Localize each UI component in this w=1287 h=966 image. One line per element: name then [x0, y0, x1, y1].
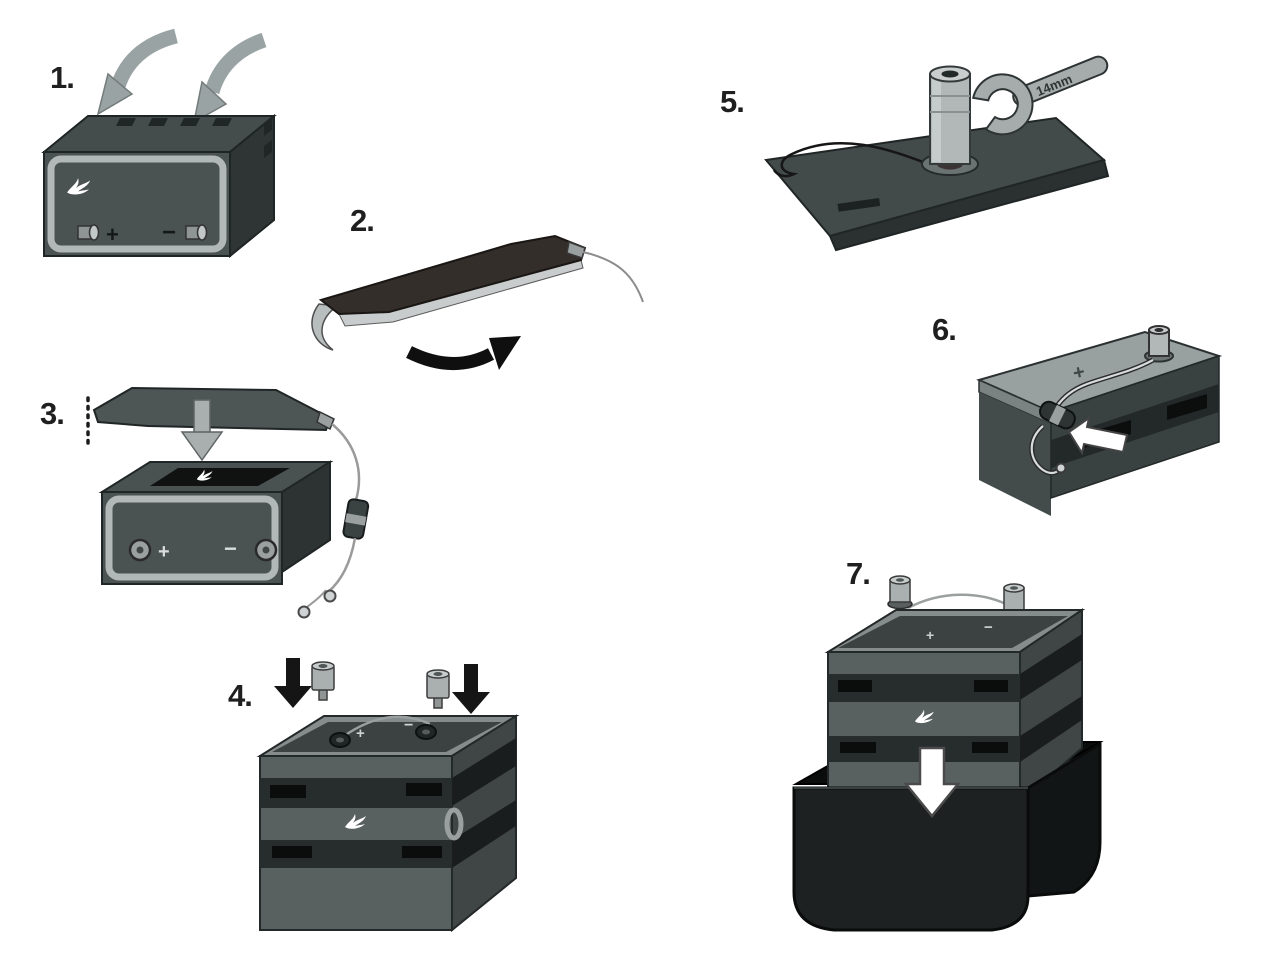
ring-terminal	[1055, 462, 1067, 474]
wire-with-fuse	[1029, 357, 1155, 476]
battery-top-surface	[764, 116, 1110, 252]
step-3-label: 3.	[40, 396, 65, 431]
strap-loop	[444, 807, 464, 841]
step-5-illustration: 14mm	[764, 55, 1110, 252]
terminal-bolt-icon	[311, 661, 335, 701]
lower-down-arrow-icon	[903, 746, 961, 818]
terminal-extender-icon	[921, 65, 979, 176]
plus-symbol: +	[356, 725, 365, 742]
minus-symbol: −	[404, 717, 413, 734]
step-3-illustration: + −	[86, 386, 370, 619]
battery-icon: + −	[41, 113, 277, 259]
terminal-bolt-icon	[426, 669, 450, 709]
plus-symbol: +	[106, 222, 119, 247]
step-7-label: 7.	[846, 556, 871, 591]
peel-arrow-icon	[406, 336, 521, 370]
placement-arrows-icon	[96, 28, 267, 124]
plus-symbol: +	[158, 541, 170, 563]
ring-terminal	[297, 605, 311, 619]
box-opening	[792, 741, 1104, 785]
step-1-label: 1.	[50, 60, 75, 95]
minus-symbol: −	[224, 536, 237, 561]
heater-pad-icon	[92, 386, 335, 432]
assembled-battery-icon: + −	[824, 575, 1086, 805]
step-6-illustration: +	[976, 325, 1223, 516]
step-6-label: 6.	[932, 312, 957, 347]
terminal-wire	[907, 593, 1007, 610]
pad-wire	[582, 251, 644, 303]
plus-symbol: +	[926, 627, 934, 643]
plus-symbol: +	[1071, 361, 1087, 385]
step-2-illustration	[311, 234, 644, 370]
brand-logo-icon	[67, 178, 91, 195]
step-5-label: 5.	[720, 84, 745, 119]
terminal-wire	[343, 715, 431, 738]
battery-box-icon	[792, 741, 1102, 932]
step-2-label: 2.	[350, 203, 375, 238]
minus-symbol: −	[984, 619, 993, 636]
pad-wire-with-connector	[297, 423, 370, 619]
step-4-label: 4.	[228, 678, 253, 713]
wrench-icon: 14mm	[972, 55, 1109, 136]
pad-on-top	[150, 468, 290, 486]
minus-symbol: −	[162, 219, 176, 246]
place-down-arrow-icon	[180, 399, 224, 462]
insert-arrow-icon	[452, 664, 490, 714]
inline-connector	[342, 498, 370, 540]
battery-icon: + −	[98, 460, 334, 585]
adhesive-liner-curl	[311, 303, 339, 351]
battery-in-sleeve-icon: + −	[256, 714, 520, 933]
heater-pad-icon	[311, 234, 644, 351]
terminal-wire	[772, 142, 929, 178]
insert-arrow-icon	[274, 658, 312, 708]
wrench-size-label: 14mm	[1034, 71, 1074, 99]
pointer-arrow-icon	[1067, 415, 1129, 456]
step-4-illustration: + −	[256, 658, 520, 933]
brand-logo-icon	[345, 814, 366, 829]
step-1-illustration: + −	[41, 28, 277, 259]
step-7-illustration: + −	[792, 575, 1104, 932]
inline-fuse	[1039, 400, 1076, 430]
brand-logo-icon	[914, 709, 934, 724]
ring-terminal	[323, 589, 337, 603]
battery-corner: +	[976, 330, 1223, 516]
brand-logo-icon	[196, 469, 213, 481]
terminal-post-icon	[1144, 325, 1174, 363]
